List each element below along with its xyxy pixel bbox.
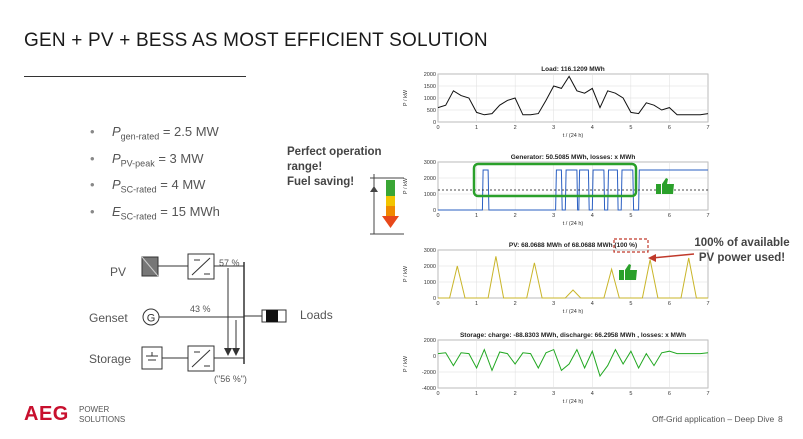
chart-title: PV: 68.0688 MWh of 68.0688 MWh (100 %) — [509, 242, 637, 249]
x-tick-label: 6 — [668, 391, 671, 397]
x-tick-label: 4 — [591, 125, 594, 131]
x-tick-label: 1 — [475, 125, 478, 131]
x-tick-label: 7 — [706, 213, 709, 219]
x-axis-label: t / (24 h) — [563, 309, 584, 315]
x-axis-label: t / (24 h) — [563, 133, 584, 139]
callout-arrow — [648, 253, 695, 262]
series-line — [437, 348, 709, 378]
x-axis-label: t / (24 h) — [563, 221, 584, 227]
y-tick-label: 1000 — [424, 96, 436, 102]
thumbs-up-icon — [656, 178, 674, 194]
y-tick-label: 0 — [433, 120, 436, 126]
series-line — [438, 256, 708, 299]
footer-caption: Off-Grid application – Deep Dive — [652, 414, 775, 424]
operation-range-gauge — [370, 174, 404, 235]
x-tick-label: 5 — [629, 301, 632, 307]
genset-label: Genset — [89, 311, 128, 325]
y-tick-label: 3000 — [424, 160, 436, 166]
power-flow-diagram: G — [141, 253, 287, 372]
battery-icon — [141, 346, 163, 370]
x-tick-label: 4 — [591, 391, 594, 397]
page-title: GEN + PV + BESS AS MOST EFFICIENT SOLUTI… — [24, 30, 488, 51]
x-tick-label: 2 — [514, 213, 517, 219]
pv-label: PV — [110, 265, 127, 279]
logo-subtitle: POWER SOLUTIONS — [79, 405, 126, 424]
y-tick-label: 2000 — [424, 264, 436, 270]
y-tick-label: 1500 — [424, 84, 436, 90]
x-tick-label: 3 — [552, 213, 555, 219]
x-tick-label: 6 — [668, 125, 671, 131]
x-tick-label: 3 — [552, 301, 555, 307]
page-number: 8 — [778, 414, 783, 424]
y-tick-label: 0 — [433, 354, 436, 360]
chart-3: Storage: charge: -88.8303 MWh, discharge… — [403, 332, 710, 405]
y-tick-label: 0 — [433, 208, 436, 214]
y-axis-label: P / kW — [403, 89, 409, 106]
x-tick-label: 1 — [475, 301, 478, 307]
callout-operation-range: Perfect operation range! Fuel saving! — [287, 146, 382, 188]
storage-share-label: ("56 %") — [214, 374, 247, 384]
y-axis-label: P / kW — [403, 355, 409, 372]
x-axis-label: t / (24 h) — [563, 399, 584, 405]
callout-pv-used: 100% of available PV power used! — [694, 237, 790, 264]
x-tick-label: 5 — [629, 125, 632, 131]
y-axis-label: P / kW — [403, 265, 409, 282]
pv-percent-highlight — [613, 238, 649, 253]
x-tick-label: 5 — [629, 213, 632, 219]
generator-highlight-box — [472, 162, 638, 198]
chart-0: Load: 116.1209 MWh 0 1 2 3 4 5 6 7 0 500 1000 1500 20… — [403, 66, 710, 139]
y-tick-label: 3000 — [424, 248, 436, 254]
genset-share-label: 43 % — [190, 304, 211, 314]
x-tick-label: 0 — [436, 391, 439, 397]
series-line — [438, 169, 708, 211]
x-tick-label: 7 — [706, 391, 709, 397]
x-tick-label: 6 — [668, 213, 671, 219]
x-tick-label: 4 — [591, 301, 594, 307]
y-tick-label: 2000 — [424, 72, 436, 78]
x-tick-label: 2 — [514, 125, 517, 131]
y-tick-label: 500 — [427, 108, 436, 114]
y-tick-label: -4000 — [422, 386, 436, 392]
y-tick-label: 0 — [433, 296, 436, 302]
pv-share-label: 57 % — [219, 258, 240, 268]
series-line — [437, 75, 709, 116]
x-tick-label: 3 — [552, 125, 555, 131]
y-tick-label: 1000 — [424, 192, 436, 198]
chart-title: Storage: charge: -88.8303 MWh, discharge… — [460, 332, 686, 339]
y-tick-label: 2000 — [424, 338, 436, 344]
title-divider — [24, 76, 246, 77]
x-tick-label: 0 — [436, 301, 439, 307]
thumbs-up-icon — [619, 264, 637, 280]
y-tick-label: -2000 — [422, 370, 436, 376]
y-axis-label: P / kW — [403, 177, 409, 194]
y-tick-label: 1000 — [424, 280, 436, 286]
x-tick-label: 6 — [668, 301, 671, 307]
chart-title: Generator: 50.5085 MWh, losses: x MWh — [511, 154, 636, 161]
chart-2: PV: 68.0688 MWh of 68.0688 MWh (100 %) 0 1… — [403, 242, 710, 315]
svg-text:G: G — [147, 313, 156, 325]
storage-label: Storage — [89, 352, 132, 366]
x-tick-label: 0 — [436, 125, 439, 131]
x-tick-label: 7 — [706, 301, 709, 307]
x-tick-label: 0 — [436, 213, 439, 219]
x-tick-label: 7 — [706, 125, 709, 131]
loads-label: Loads — [300, 308, 333, 322]
x-tick-label: 1 — [475, 391, 478, 397]
x-tick-label: 5 — [629, 391, 632, 397]
x-tick-label: 2 — [514, 301, 517, 307]
x-tick-label: 2 — [514, 391, 517, 397]
y-tick-label: 2000 — [424, 176, 436, 182]
x-tick-label: 1 — [475, 213, 478, 219]
x-tick-label: 4 — [591, 213, 594, 219]
chart-title: Load: 116.1209 MWh — [541, 66, 605, 73]
x-tick-label: 3 — [552, 391, 555, 397]
aeg-logo: AEG — [24, 403, 69, 425]
